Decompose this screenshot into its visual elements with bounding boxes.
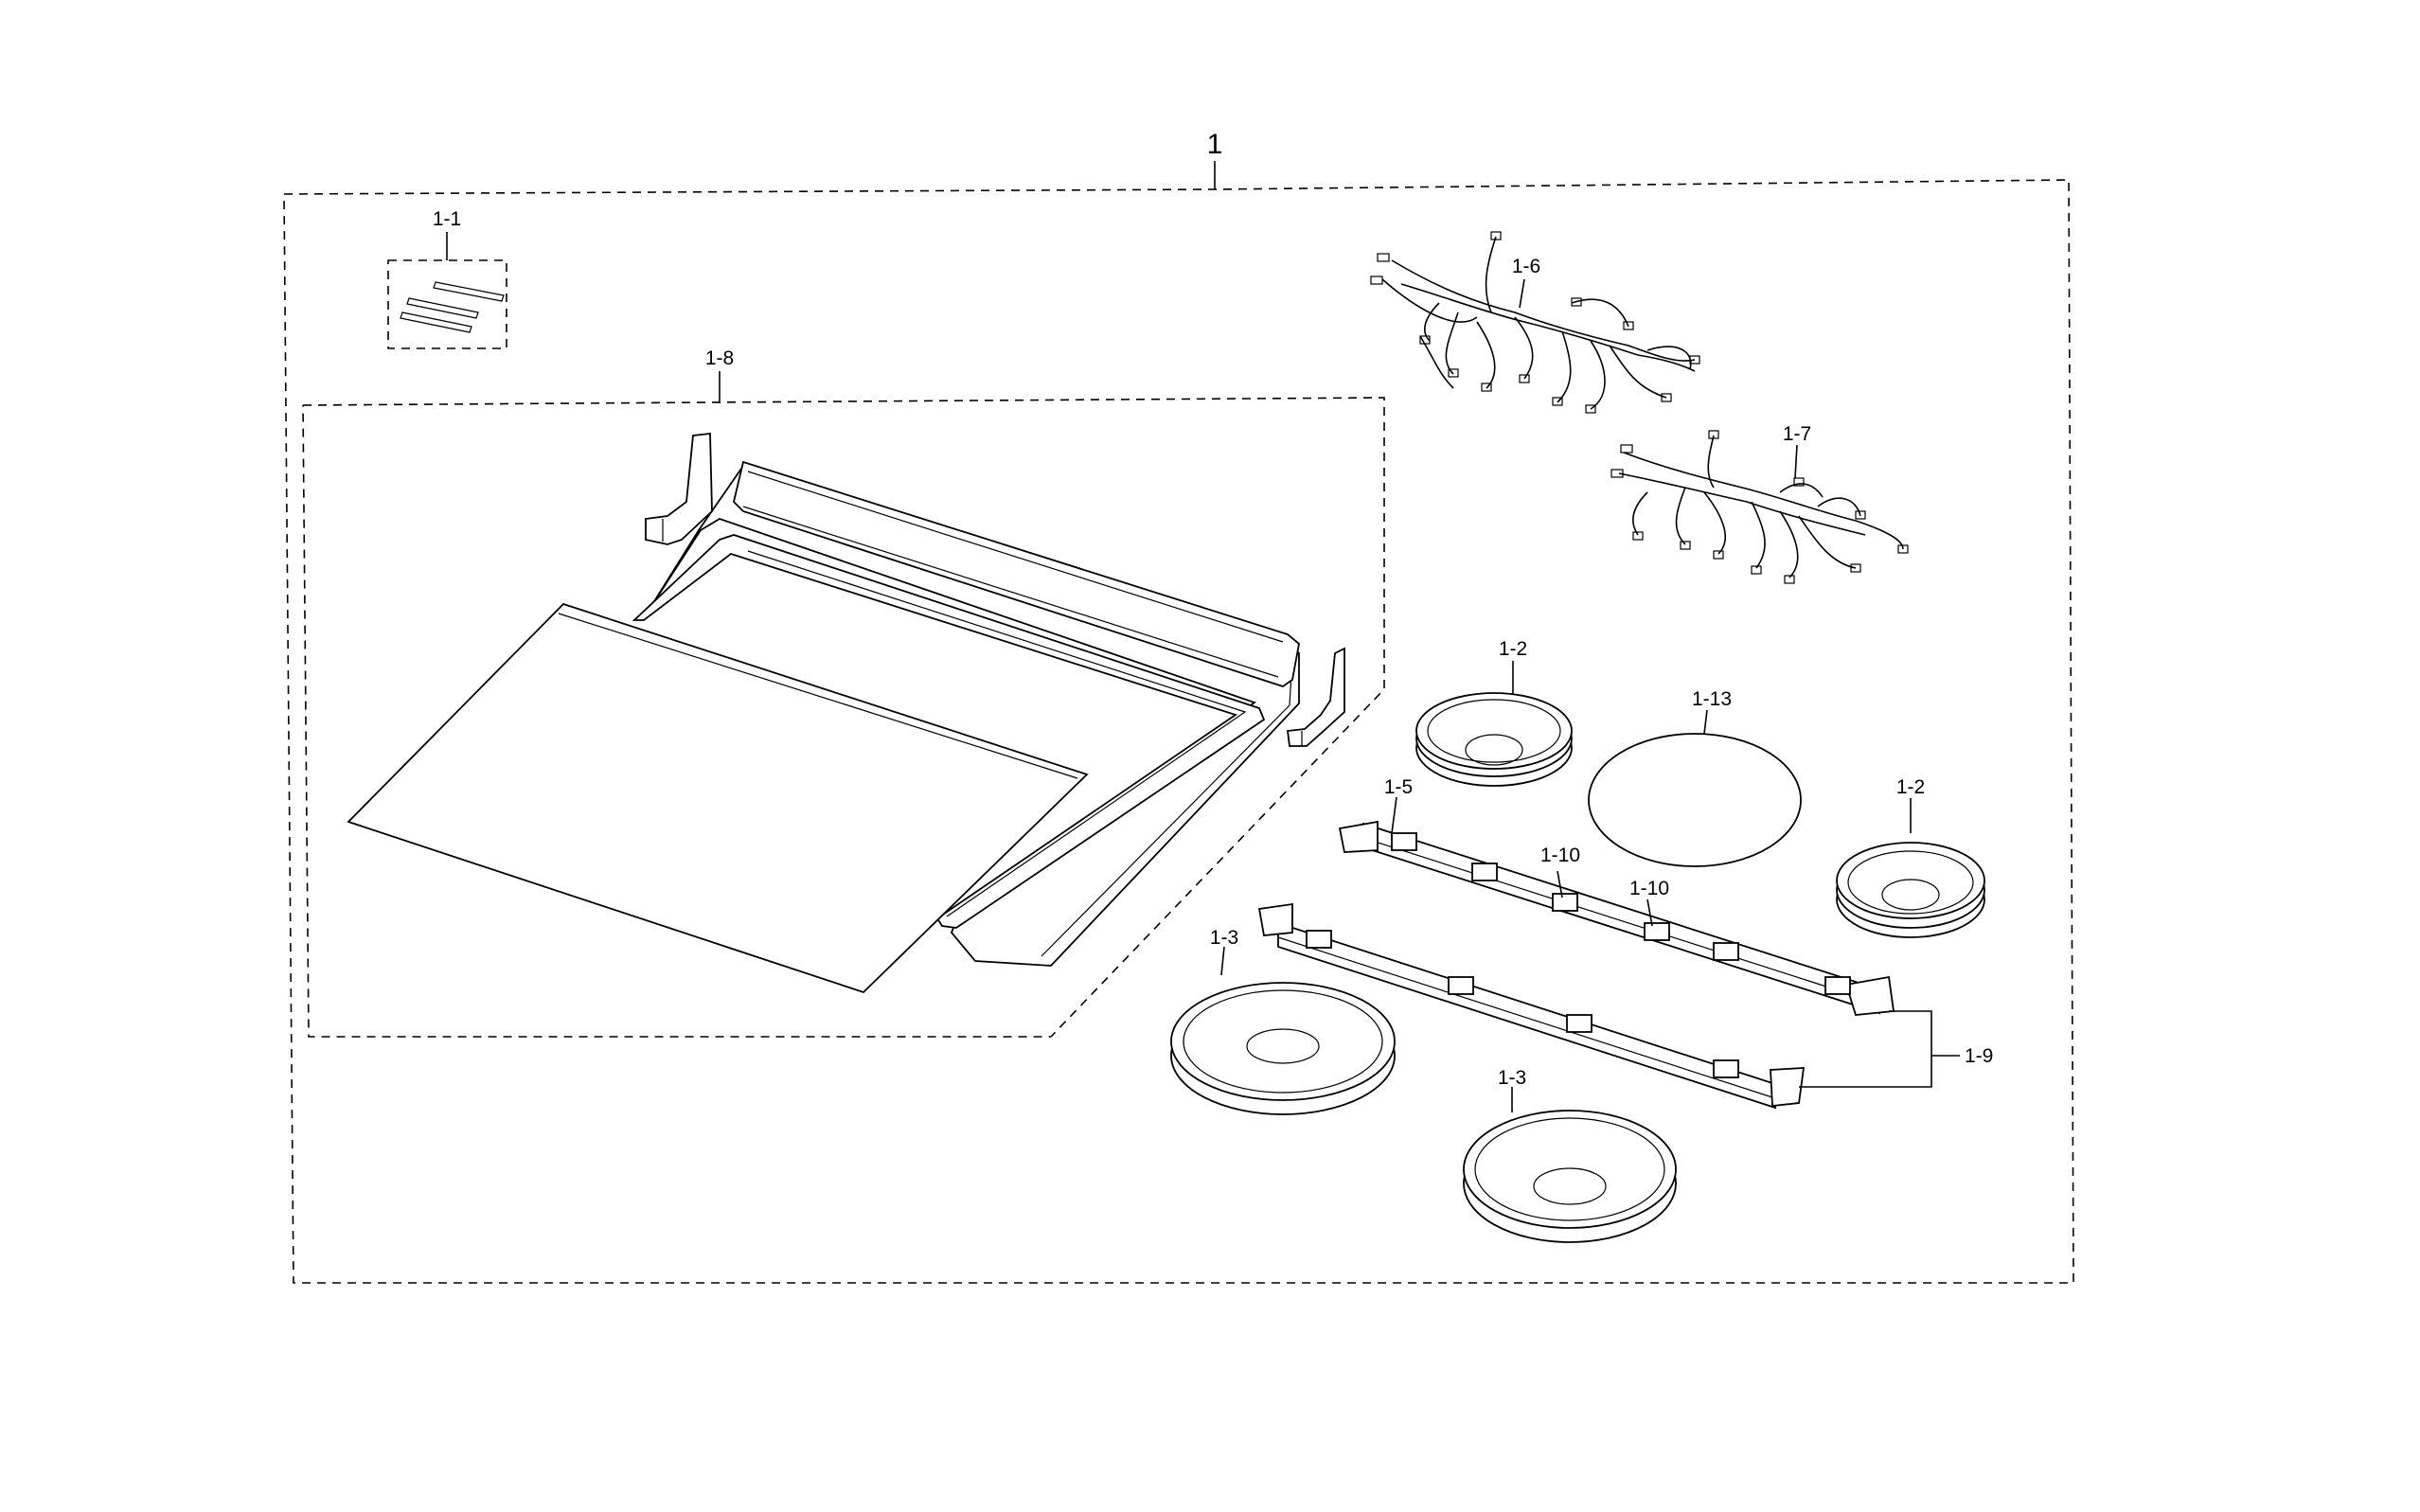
part-1-6-wire-harness: 1-6 [1370,231,1700,414]
part-1-13-disc: 1-13 [1588,688,1802,867]
part-1-3-burner-large-bottom: 1-3 [1463,1067,1677,1243]
label-1-10-left: 1-10 [1540,845,1580,866]
label-1-9-callout: 1-9 [1799,1010,1993,1088]
label-1-1: 1-1 [433,208,461,230]
label-1-3-left: 1-3 [1210,927,1238,949]
label-1-10-right: 1-10 [1629,878,1669,899]
part-1-2-burner-small-left: 1-2 [1415,638,1573,787]
part-1-9-bracket-upper: 1-5 1-10 1-10 [1338,776,1895,1016]
part-1-1-screws: 1-1 [387,208,507,349]
label-1-3-bottom: 1-3 [1498,1067,1526,1089]
label-1-8: 1-8 [705,347,734,369]
label-1-9: 1-9 [1965,1045,1993,1067]
label-1-6: 1-6 [1512,256,1540,277]
assembly-boundary: 1 [283,129,2074,1284]
label-1-2-right: 1-2 [1896,776,1925,798]
label-1-7: 1-7 [1783,423,1811,445]
part-1-7-wire-harness: 1-7 [1610,423,1909,584]
label-1-5: 1-5 [1384,776,1413,798]
part-1-3-burner-large-left: 1-3 [1170,927,1396,1115]
part-1-2-burner-small-right: 1-2 [1836,776,1985,938]
part-1-8-cooktop-assembly: 1-8 [302,347,1385,1038]
label-1-2-left: 1-2 [1499,638,1527,660]
assembly-label: 1 [1207,129,1223,160]
part-1-9-bracket-lower [1257,902,1806,1110]
glass-top [347,602,1089,994]
label-1-13: 1-13 [1692,688,1732,710]
